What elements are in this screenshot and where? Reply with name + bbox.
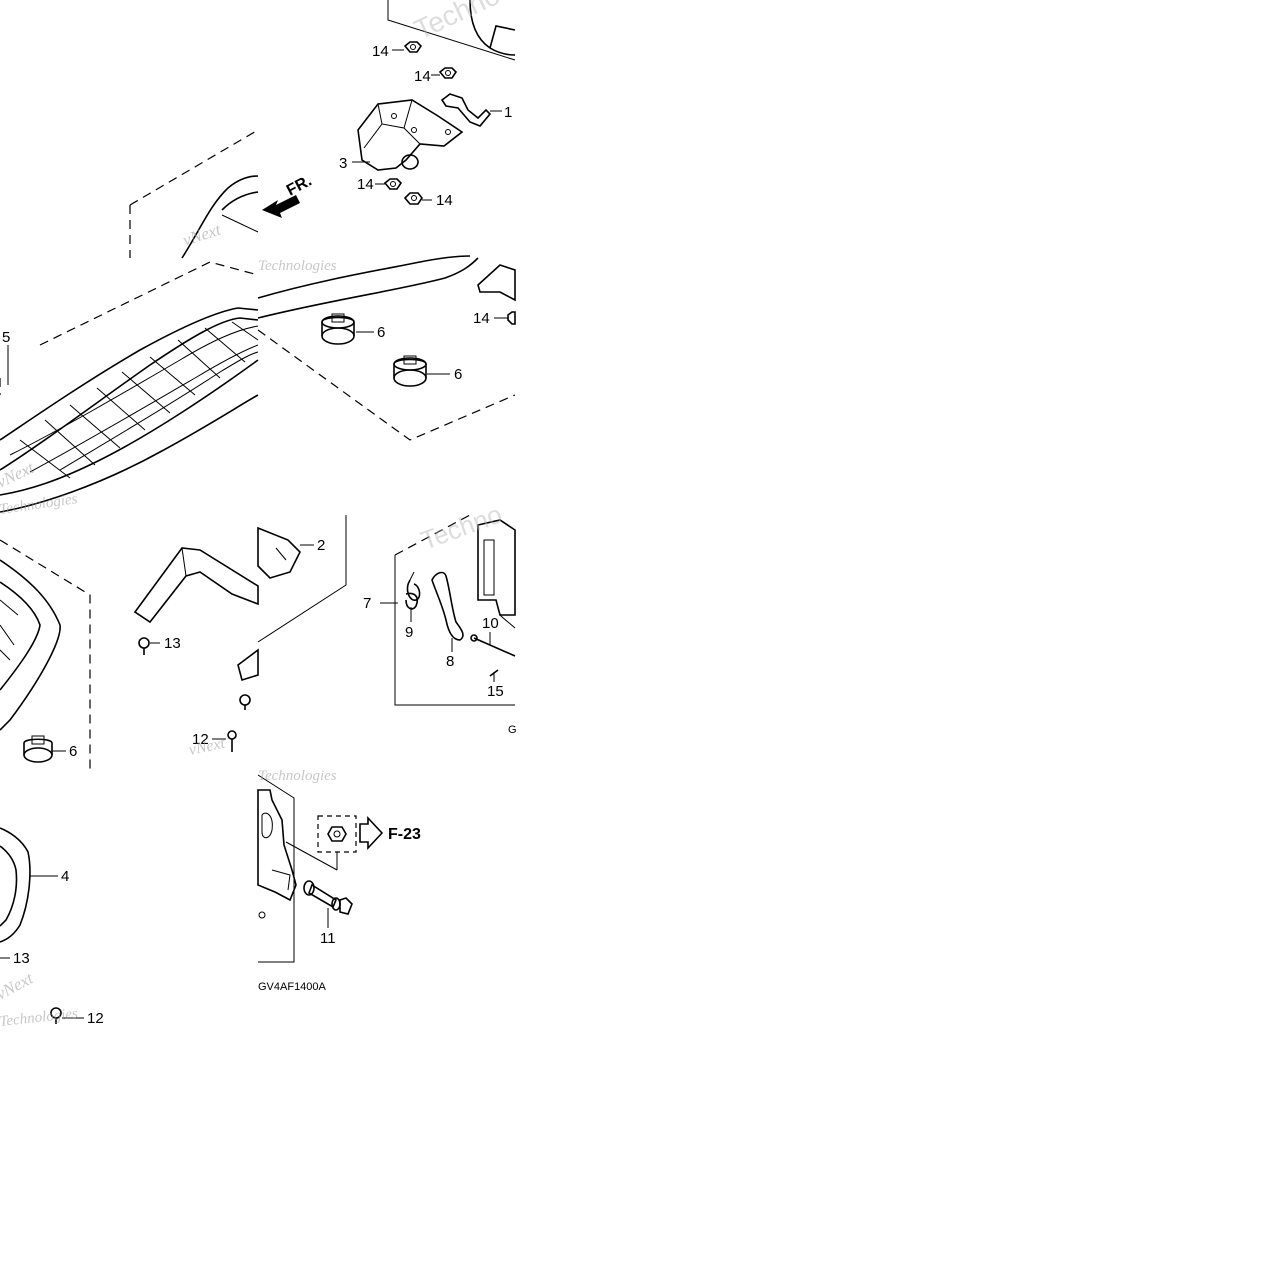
seat-cushion-rubber-6 (393, 355, 427, 387)
bracket-right (477, 264, 516, 302)
frame-outline (257, 255, 471, 299)
seat-cushion-rubber-6 (321, 313, 355, 345)
watermark-text: Technologies (0, 491, 79, 518)
frame-outline (257, 257, 479, 319)
seat-quilting-lines (0, 599, 19, 661)
assembly-boundary-line (0, 539, 91, 770)
watermark-text: Technologies (258, 768, 337, 784)
rear-grab-rail (133, 547, 259, 682)
lock-bolt-11 (303, 880, 353, 915)
leader-line (285, 841, 338, 871)
tile-seat-side: 6 (0, 539, 91, 770)
callout-8: 8 (446, 653, 454, 670)
rear-cover-clip-2 (257, 526, 301, 579)
callout-12: 12 (87, 1010, 104, 1027)
callout-3: 3 (339, 155, 347, 172)
callout-14: 14 (414, 68, 431, 85)
seat-lock-spring-9 (405, 571, 421, 610)
watermark-text: Technologies (258, 258, 337, 274)
watermark-text: Techno (409, 0, 504, 45)
seat-front-outline (181, 175, 259, 259)
bolt-12 (50, 1007, 62, 1024)
flange-nut-14 (507, 311, 516, 325)
assembly-boundary-line (257, 774, 295, 963)
watermark-text: Technologies (0, 1006, 79, 1030)
tile-seat-bumpers: 6 6 14 (257, 255, 516, 441)
assembly-boundary-line (257, 329, 516, 441)
tile-seat-lock: 7 9 8 10 15 G (363, 514, 517, 736)
callout-15: 15 (487, 683, 504, 700)
watermark-text: vNext (180, 219, 224, 249)
callout-13: 13 (164, 635, 181, 652)
flange-nut-14 (403, 41, 423, 53)
callout-5: 5 (2, 329, 10, 346)
seat-front-inner-outline (221, 191, 259, 211)
callout-6: 6 (69, 743, 77, 760)
callout-7: 7 (363, 595, 371, 612)
callout-14: 14 (357, 176, 374, 193)
flange-nut-14 (438, 67, 458, 79)
tile-seat: 5 (0, 261, 259, 513)
seat-5 (0, 307, 259, 513)
drawing-code: GV4AF1400A (258, 981, 327, 993)
callout-4: 4 (61, 868, 69, 885)
assembly-boundary-line (387, 0, 516, 61)
seat-hinge-bracket-3 (357, 99, 464, 171)
assembly-boundary-line (394, 555, 515, 706)
tapping-screw-13 (138, 637, 150, 655)
callout-11: 11 (320, 930, 336, 947)
seat-lock-housing-edge (489, 25, 516, 49)
drawing-code-partial: G (508, 724, 517, 736)
lock-shaft-10 (470, 634, 516, 657)
seat-cushion-rubber-6 (23, 735, 53, 763)
seat-front-edge (221, 214, 259, 233)
callout-1: 1 (504, 104, 512, 121)
callout-13: 13 (13, 950, 30, 967)
bolt-12 (227, 730, 237, 752)
callout-6: 6 (377, 324, 385, 341)
watermark-text: vNext (0, 968, 37, 1004)
callout-14: 14 (473, 310, 490, 327)
tile-seat-front-overview: FR. (129, 129, 315, 259)
callout-9: 9 (405, 624, 413, 641)
seat-lock-lever-8 (431, 571, 464, 641)
callout-14: 14 (372, 43, 389, 60)
assembly-boundary-line (257, 515, 347, 643)
tapping-screw-13 (239, 694, 251, 710)
front-arrow-label: FR. (284, 172, 315, 199)
assembly-boundary-line (129, 129, 259, 206)
front-direction-arrow: FR. (262, 172, 315, 218)
callout-10: 10 (482, 615, 499, 632)
seat-side-inner-outline (0, 581, 41, 691)
callout-14: 14 (436, 192, 453, 209)
watermark-text: Techno (417, 499, 506, 556)
lock-mount-bracket (257, 789, 297, 919)
reference-nut (317, 815, 357, 853)
flange-nut-14 (403, 192, 423, 205)
flange-nut-14 (383, 178, 403, 190)
seat-lock-bracket (477, 519, 516, 629)
seat-side-outline (0, 559, 61, 731)
callout-6: 6 (454, 366, 462, 383)
callout-12: 12 (192, 731, 209, 748)
watermark-text: vNext (0, 458, 38, 492)
tile-grab-rail: 2 13 12 (133, 515, 347, 752)
callout-2: 2 (317, 537, 325, 554)
watermark-layer: Techno vNext Technologies vNext Technolo… (0, 0, 506, 1030)
reference-label: F-23 (388, 826, 421, 843)
reference-arrow-f23: F-23 (359, 815, 421, 851)
seat-lock-hook-1 (440, 93, 492, 127)
tile-seat-hinge: 14 14 1 3 14 14 (339, 0, 516, 209)
tile-lock-mount: F-23 11 GV4AF1400A (257, 774, 421, 993)
tile-seat-rear: 4 13 12 (0, 827, 104, 1027)
assembly-boundary-line (39, 261, 259, 346)
rear-seat-pad-4 (0, 827, 31, 943)
